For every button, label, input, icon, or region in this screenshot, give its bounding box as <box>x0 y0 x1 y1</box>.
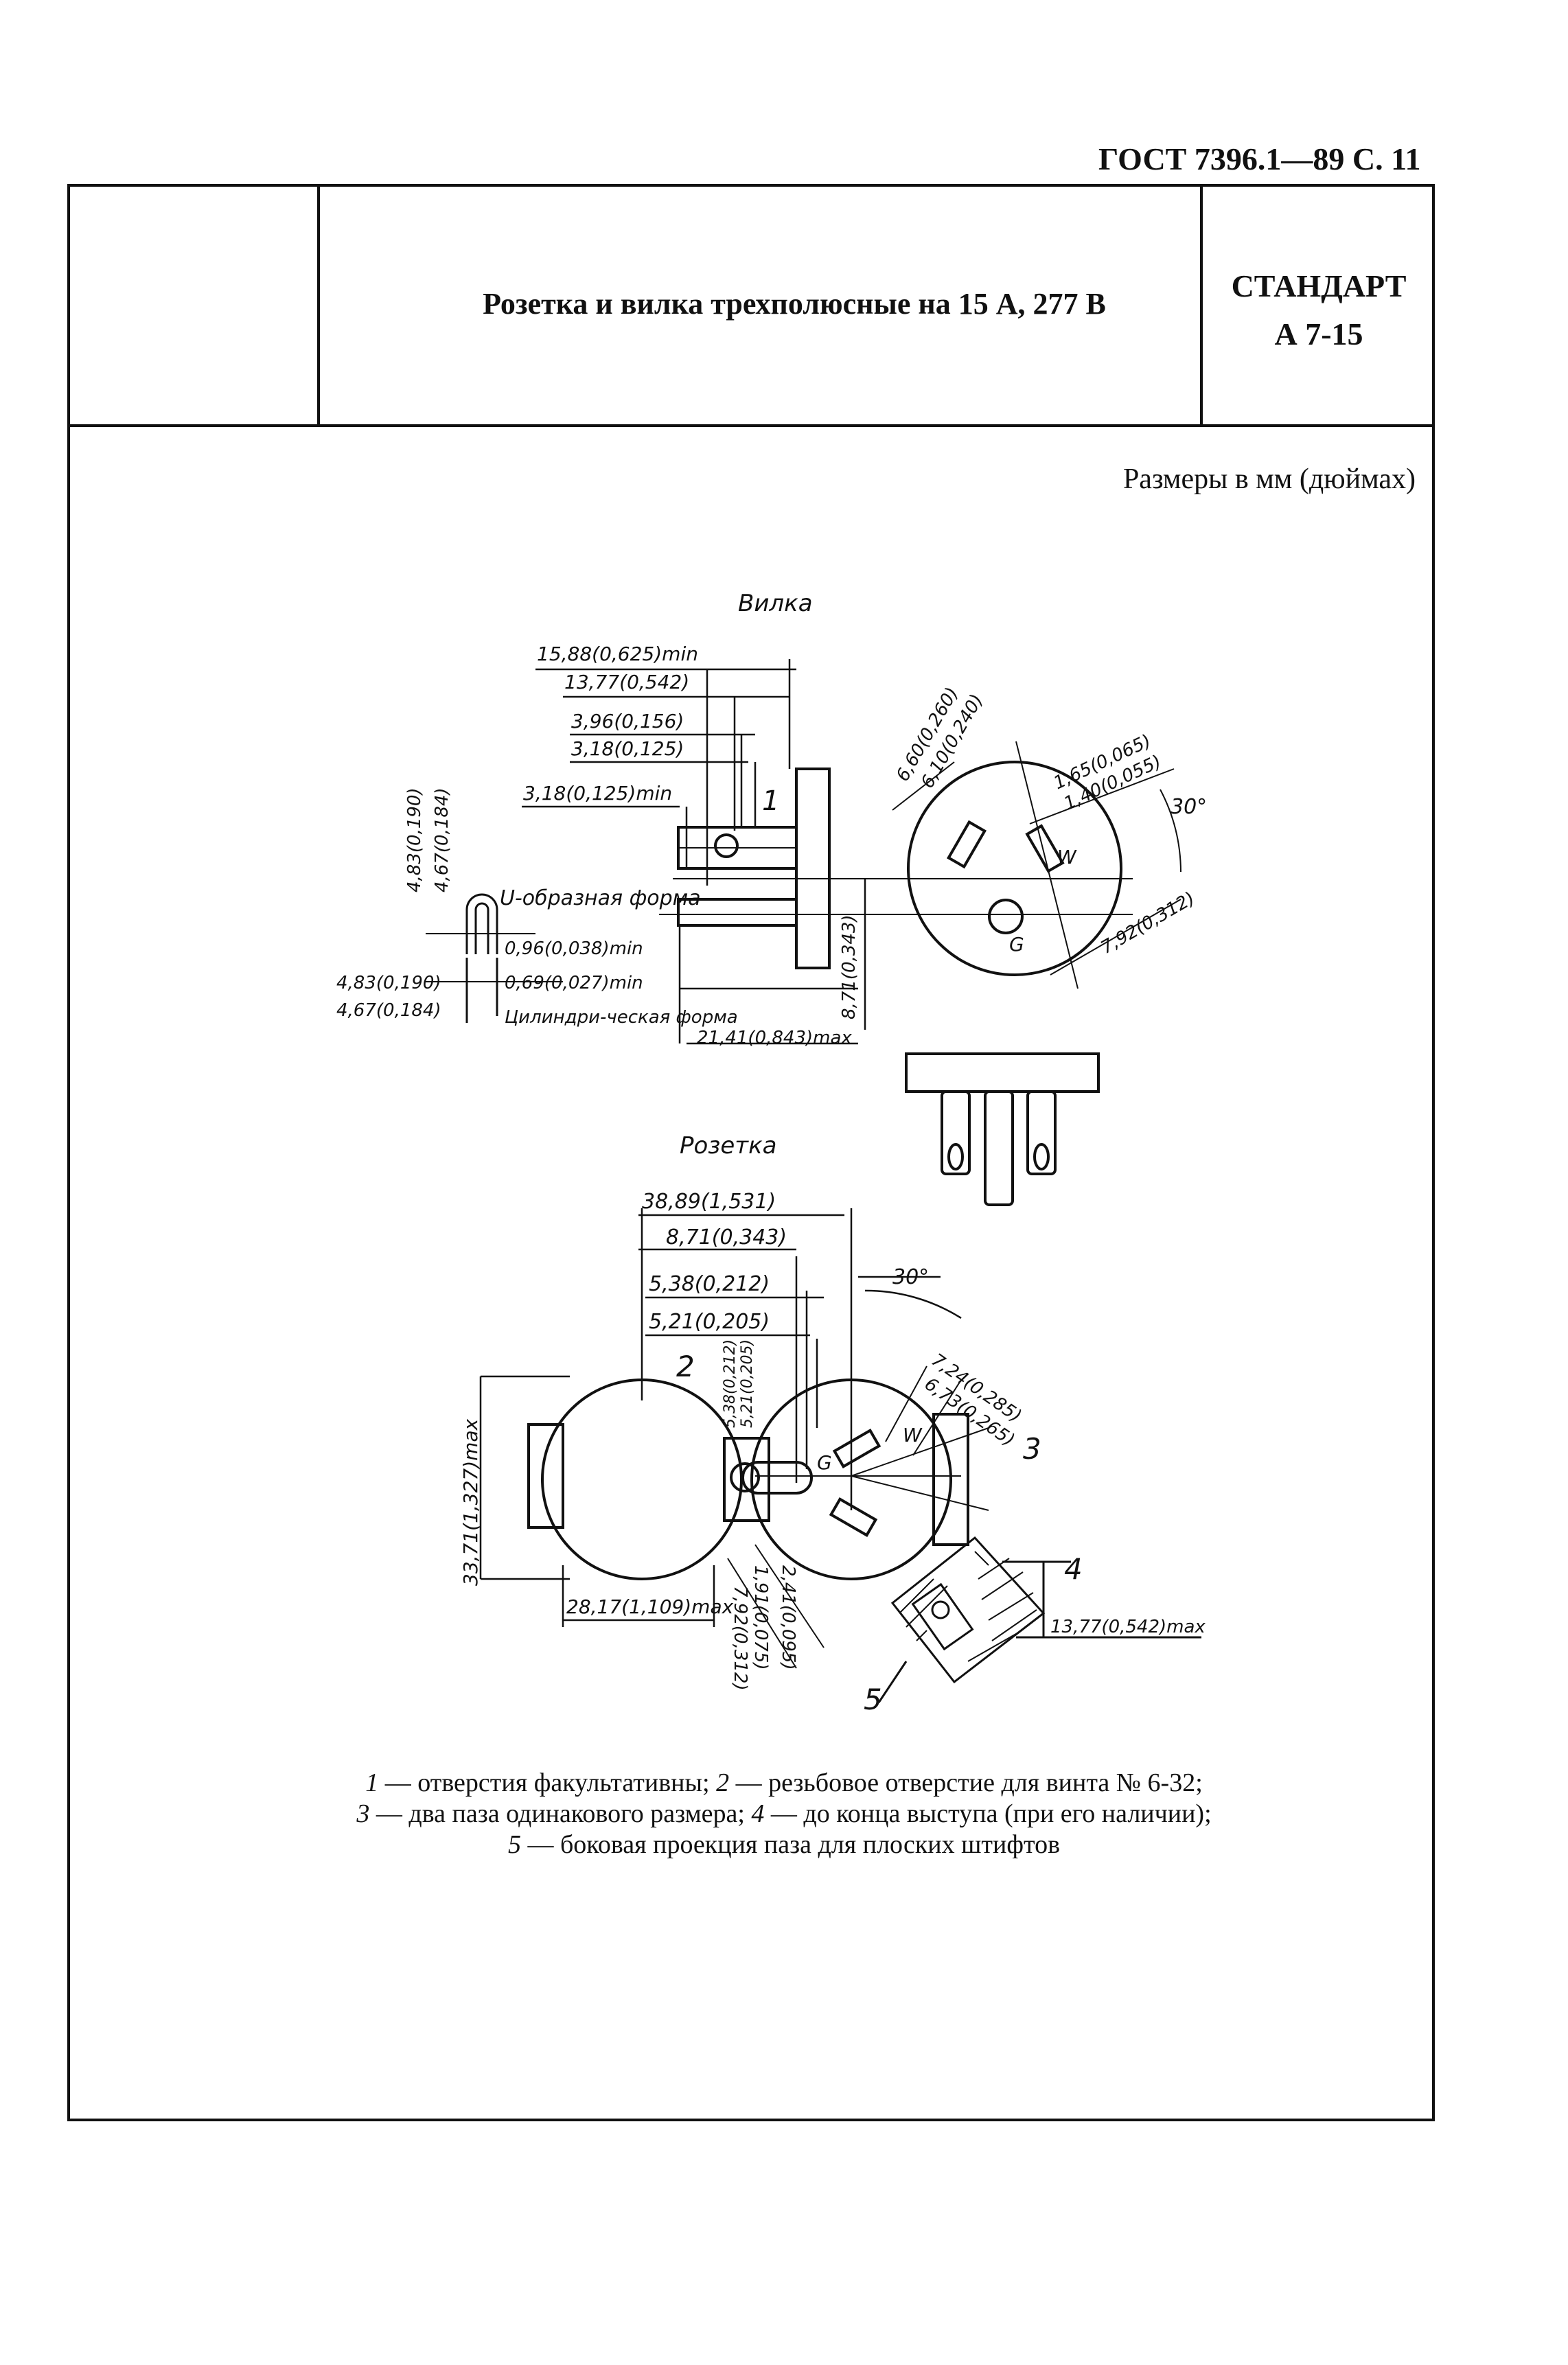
document-title: Розетка и вилка трехполюсные на 15 А, 27… <box>483 287 1106 321</box>
dim-label: 7,92(0,312) <box>1098 888 1199 958</box>
dim-label: 4,67(0,184) <box>432 787 452 892</box>
dim-label: 21,41(0,843)max <box>697 1028 852 1048</box>
w-label: W <box>1057 846 1077 868</box>
dim-label: 5,21(0,205) <box>649 1310 770 1334</box>
socket-marker-5: 5 <box>864 1683 882 1716</box>
dim-label: 8,71(0,343) <box>666 1225 787 1249</box>
g-label: G <box>1009 933 1024 956</box>
standard-frame: Розетка и вилка трехполюсные на 15 А, 27… <box>67 184 1435 2121</box>
legend-number: 2 <box>716 1768 730 1797</box>
socket-heading: Розетка <box>680 1132 776 1160</box>
dim-label: 0,69(0,027)min <box>505 973 643 993</box>
socket-marker-4: 4 <box>1064 1552 1083 1586</box>
dim-label: 2,41(0,095) <box>778 1565 798 1670</box>
standard-number: А 7-15 <box>1274 316 1363 351</box>
dim-label: 1,91(0,075) <box>750 1565 771 1670</box>
plug-dimension-lines <box>522 659 866 1045</box>
dim-label: 7,92(0,312) <box>730 1586 750 1691</box>
legend-text: — два паза одинакового размера; <box>369 1799 752 1828</box>
dim-label: 4,83(0,190) <box>404 787 425 892</box>
g-label: G <box>817 1451 832 1474</box>
plug-side-view <box>659 768 1133 969</box>
dim-label: 13,77(0,542) <box>564 671 689 693</box>
standard-code: СТАНДАРТ А 7-15 <box>1203 262 1435 358</box>
title-block: Розетка и вилка трехполюсные на 15 А, 27… <box>70 187 1432 427</box>
plug-face-view <box>892 741 1181 989</box>
legend-line-3: 5 — боковая проекция паза для плоских шт… <box>0 1830 1568 1860</box>
legend-number: 3 <box>356 1799 370 1828</box>
dim-label: 4,83(0,190) <box>336 973 441 993</box>
dim-label: 13,77(0,542)max <box>1050 1617 1206 1637</box>
socket-face-view <box>527 1365 989 1669</box>
page-header: ГОСТ 7396.1—89 С. 11 <box>1098 141 1421 176</box>
dim-label: 5,38(0,212) <box>649 1272 770 1296</box>
dim-label: 28,17(1,109)max <box>566 1595 734 1618</box>
u-form-label: U-образная форма <box>500 886 701 910</box>
dim-label: 3,18(0,125) <box>571 737 684 760</box>
units-note: Размеры в мм (дюймах) <box>1122 463 1416 495</box>
angle-label: 30° <box>892 1265 929 1289</box>
socket-slot-section <box>877 1536 1201 1703</box>
socket-marker-3: 3 <box>1023 1432 1041 1466</box>
legend-line-2: 3 — два паза одинакового размера; 4 — до… <box>0 1799 1568 1829</box>
standard-label: СТАНДАРТ <box>1231 268 1407 303</box>
legend-text: — отверстия факультативны; <box>378 1768 717 1797</box>
legend-text: — резьбовое отверстие для винта № 6-32; <box>729 1768 1203 1797</box>
legend-text: — до конца выступа (при его наличии); <box>764 1799 1212 1828</box>
u-form-pin <box>426 893 563 1023</box>
legend-text: — боковая проекция паза для плоских штиф… <box>520 1830 1061 1859</box>
dim-label: 3,96(0,156) <box>571 710 684 732</box>
legend-number: 1 <box>365 1768 379 1797</box>
dim-label: 5,21(0,205) <box>739 1339 756 1428</box>
plug-pins-view <box>905 1052 1100 1206</box>
angle-label: 30° <box>1171 795 1207 819</box>
dim-label: 0,96(0,038)min <box>505 938 643 959</box>
plug-heading: Вилка <box>738 590 813 617</box>
legend-number: 4 <box>751 1799 765 1828</box>
dim-label: 5,38(0,212) <box>722 1339 739 1428</box>
socket-marker-2: 2 <box>676 1350 695 1383</box>
w-label: W <box>903 1424 923 1446</box>
plug-marker-1: 1 <box>762 785 779 817</box>
dim-label: 3,18(0,125)min <box>523 782 672 805</box>
dim-label: 33,71(1,327)max <box>459 1418 482 1586</box>
socket-dimension-lines <box>479 1208 962 1627</box>
divider <box>1200 187 1203 424</box>
dim-label: 4,67(0,184) <box>336 1000 441 1021</box>
legend-line-1: 1 — отверстия факультативны; 2 — резьбов… <box>0 1768 1568 1798</box>
dim-label: 38,89(1,531) <box>642 1190 776 1214</box>
dim-label: 8,71(0,343) <box>839 914 860 1019</box>
divider <box>317 187 320 424</box>
legend-number: 5 <box>507 1830 521 1859</box>
cylinder-form-label: Цилиндри-ческая форма <box>505 1007 738 1028</box>
dim-label: 15,88(0,625)min <box>537 643 698 665</box>
